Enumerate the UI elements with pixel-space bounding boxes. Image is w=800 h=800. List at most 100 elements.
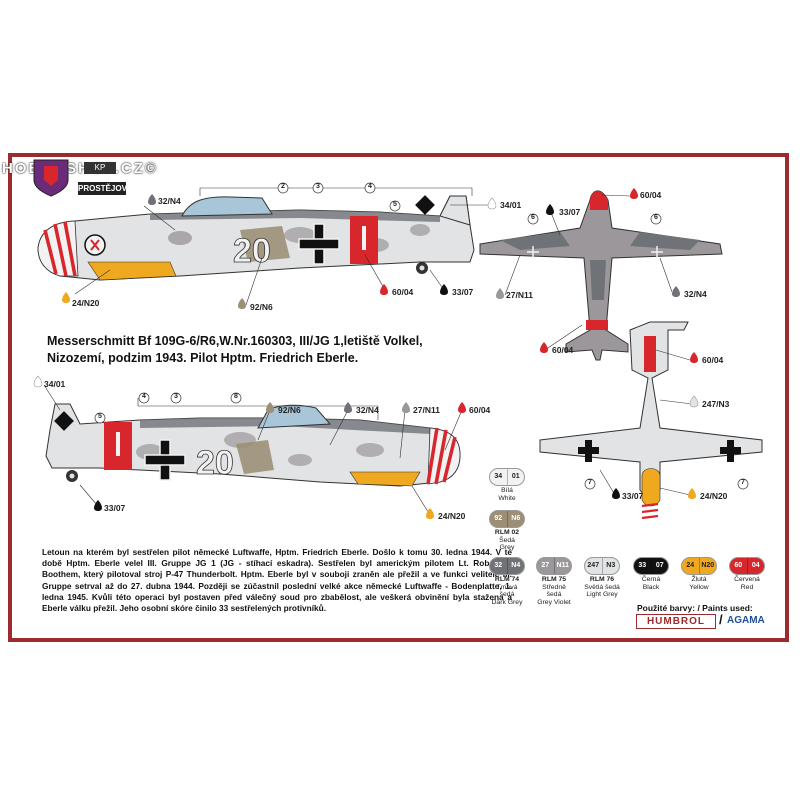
caption-line-2: Nizozemí, podzim 1943. Pilot Hptm. Fried… (47, 351, 359, 365)
fuselage-code-top: 20 (233, 232, 271, 270)
swatch-humbrol-code: 247 (587, 562, 600, 569)
callout-60-04-bottom: 60/04 (469, 405, 491, 415)
callout-32-n4-bottom: 32/N4 (356, 405, 379, 415)
swatch-name-cz: Bílá (501, 487, 513, 494)
profile-left-side (37, 195, 475, 281)
swatch-rlm-code: RLM 02 (494, 529, 520, 536)
callout-92-n6-bottom: 92/N6 (278, 405, 301, 415)
swatch-humbrol-code: 92 (494, 515, 503, 522)
callout-60-04-top: 60/04 (392, 287, 414, 297)
shield-icon (33, 159, 69, 197)
swatch-name-en: Red (740, 583, 754, 591)
callout-24-n20-bottom: 24/N20 (438, 511, 466, 521)
swatch-name-en: White (498, 494, 516, 502)
swatch-name-en: Grey (499, 544, 515, 551)
key-3: 3 (316, 183, 320, 190)
swatch-name-cz: Středně šedá (542, 583, 566, 599)
brand-separator: / (719, 612, 723, 627)
swatch-rlm-code: RLM 76 (589, 576, 615, 583)
aircraft-caption: Messerschmitt Bf 109G-6/R6,W.Nr.160303, … (47, 333, 487, 367)
swatch-name-en: Black (642, 583, 660, 591)
callout-32-n4-top: 32/N4 (158, 196, 181, 206)
swatch-humbrol-code: 27 (541, 562, 550, 569)
key-2: 2 (281, 183, 285, 190)
callout-34-01-top: 34/01 (500, 200, 522, 210)
swatch-name-en: Yellow (689, 583, 709, 591)
history-text: Letoun na kterém byl sestřelen pilot něm… (42, 547, 512, 614)
swatch-agama-code: 07 (650, 558, 669, 574)
callout-27-n11-bottom: 27/N11 (413, 405, 440, 415)
swatch-humbrol-code: 60 (734, 562, 743, 569)
callout-27-n11-plan: 27/N11 (506, 290, 533, 300)
callout-60-04-plan: 60/04 (640, 190, 662, 200)
callout-60-04-plan-b: 60/04 (552, 345, 574, 355)
swatch-humbrol-code: 33 (638, 562, 647, 569)
key-6b: 6 (654, 214, 658, 221)
caption-line-1: Messerschmitt Bf 109G-6/R6,W.Nr.160303, … (47, 334, 423, 348)
swatch-agama-code: 01 (506, 469, 525, 485)
swatch-humbrol-code: 24 (686, 562, 695, 569)
swatch-agama-code: N11 (553, 558, 572, 574)
swatch-name-cz: Černá (641, 576, 661, 583)
callout-33-07-under: 33/07 (622, 491, 644, 501)
callout-24-n20-top: 24/N20 (72, 298, 100, 308)
swatch-name-cz: Světlá šedá (584, 583, 620, 591)
swatch-name-cz: Tmavá šedá (496, 583, 518, 599)
swatch-name-cz: Žlutá (691, 576, 707, 583)
swatch-humbrol-code: 34 (494, 473, 503, 480)
leader-lines (43, 187, 693, 516)
callout-33-07-top: 33/07 (452, 287, 474, 297)
planform-lower (539, 321, 763, 520)
planform-upper (479, 190, 723, 361)
callout-32-n4-plan: 32/N4 (684, 289, 707, 299)
swatch-agama-code: N3 (601, 558, 620, 574)
key-6a: 6 (531, 214, 535, 221)
key-4: 4 (368, 183, 372, 190)
kp-logo: KP PROSTĚJOV (26, 158, 128, 198)
humbrol-logo: HUMBROL (636, 614, 716, 629)
swatch-agama-code: 04 (746, 558, 765, 574)
swatch-rlm-code: RLM 75 (541, 576, 567, 583)
logo-city: PROSTĚJOV (78, 182, 127, 195)
callout-34-01-bottom: 34/01 (44, 379, 66, 389)
key-7b: 7 (741, 479, 745, 486)
swatch-name-en: Light Grey (586, 591, 618, 598)
key-5b: 5 (98, 413, 102, 420)
key-3b: 3 (174, 393, 178, 400)
key-5: 5 (393, 201, 397, 208)
key-4b: 4 (142, 393, 146, 400)
logo-text: KP (84, 162, 116, 174)
swatch-name-en: Dark Grey (491, 598, 523, 606)
profile-right-side (45, 403, 461, 487)
swatch-agama-code: N6 (506, 511, 525, 527)
callout-33-07-bottom: 33/07 (104, 503, 126, 513)
callout-247-n3-under: 247/N3 (702, 399, 730, 409)
callout-33-07-plan: 33/07 (559, 207, 581, 217)
key-8: 8 (234, 393, 238, 400)
key-7a: 7 (588, 479, 592, 486)
callout-60-04-under: 60/04 (702, 355, 724, 365)
swatch-rlm-code: RLM 74 (494, 576, 520, 583)
